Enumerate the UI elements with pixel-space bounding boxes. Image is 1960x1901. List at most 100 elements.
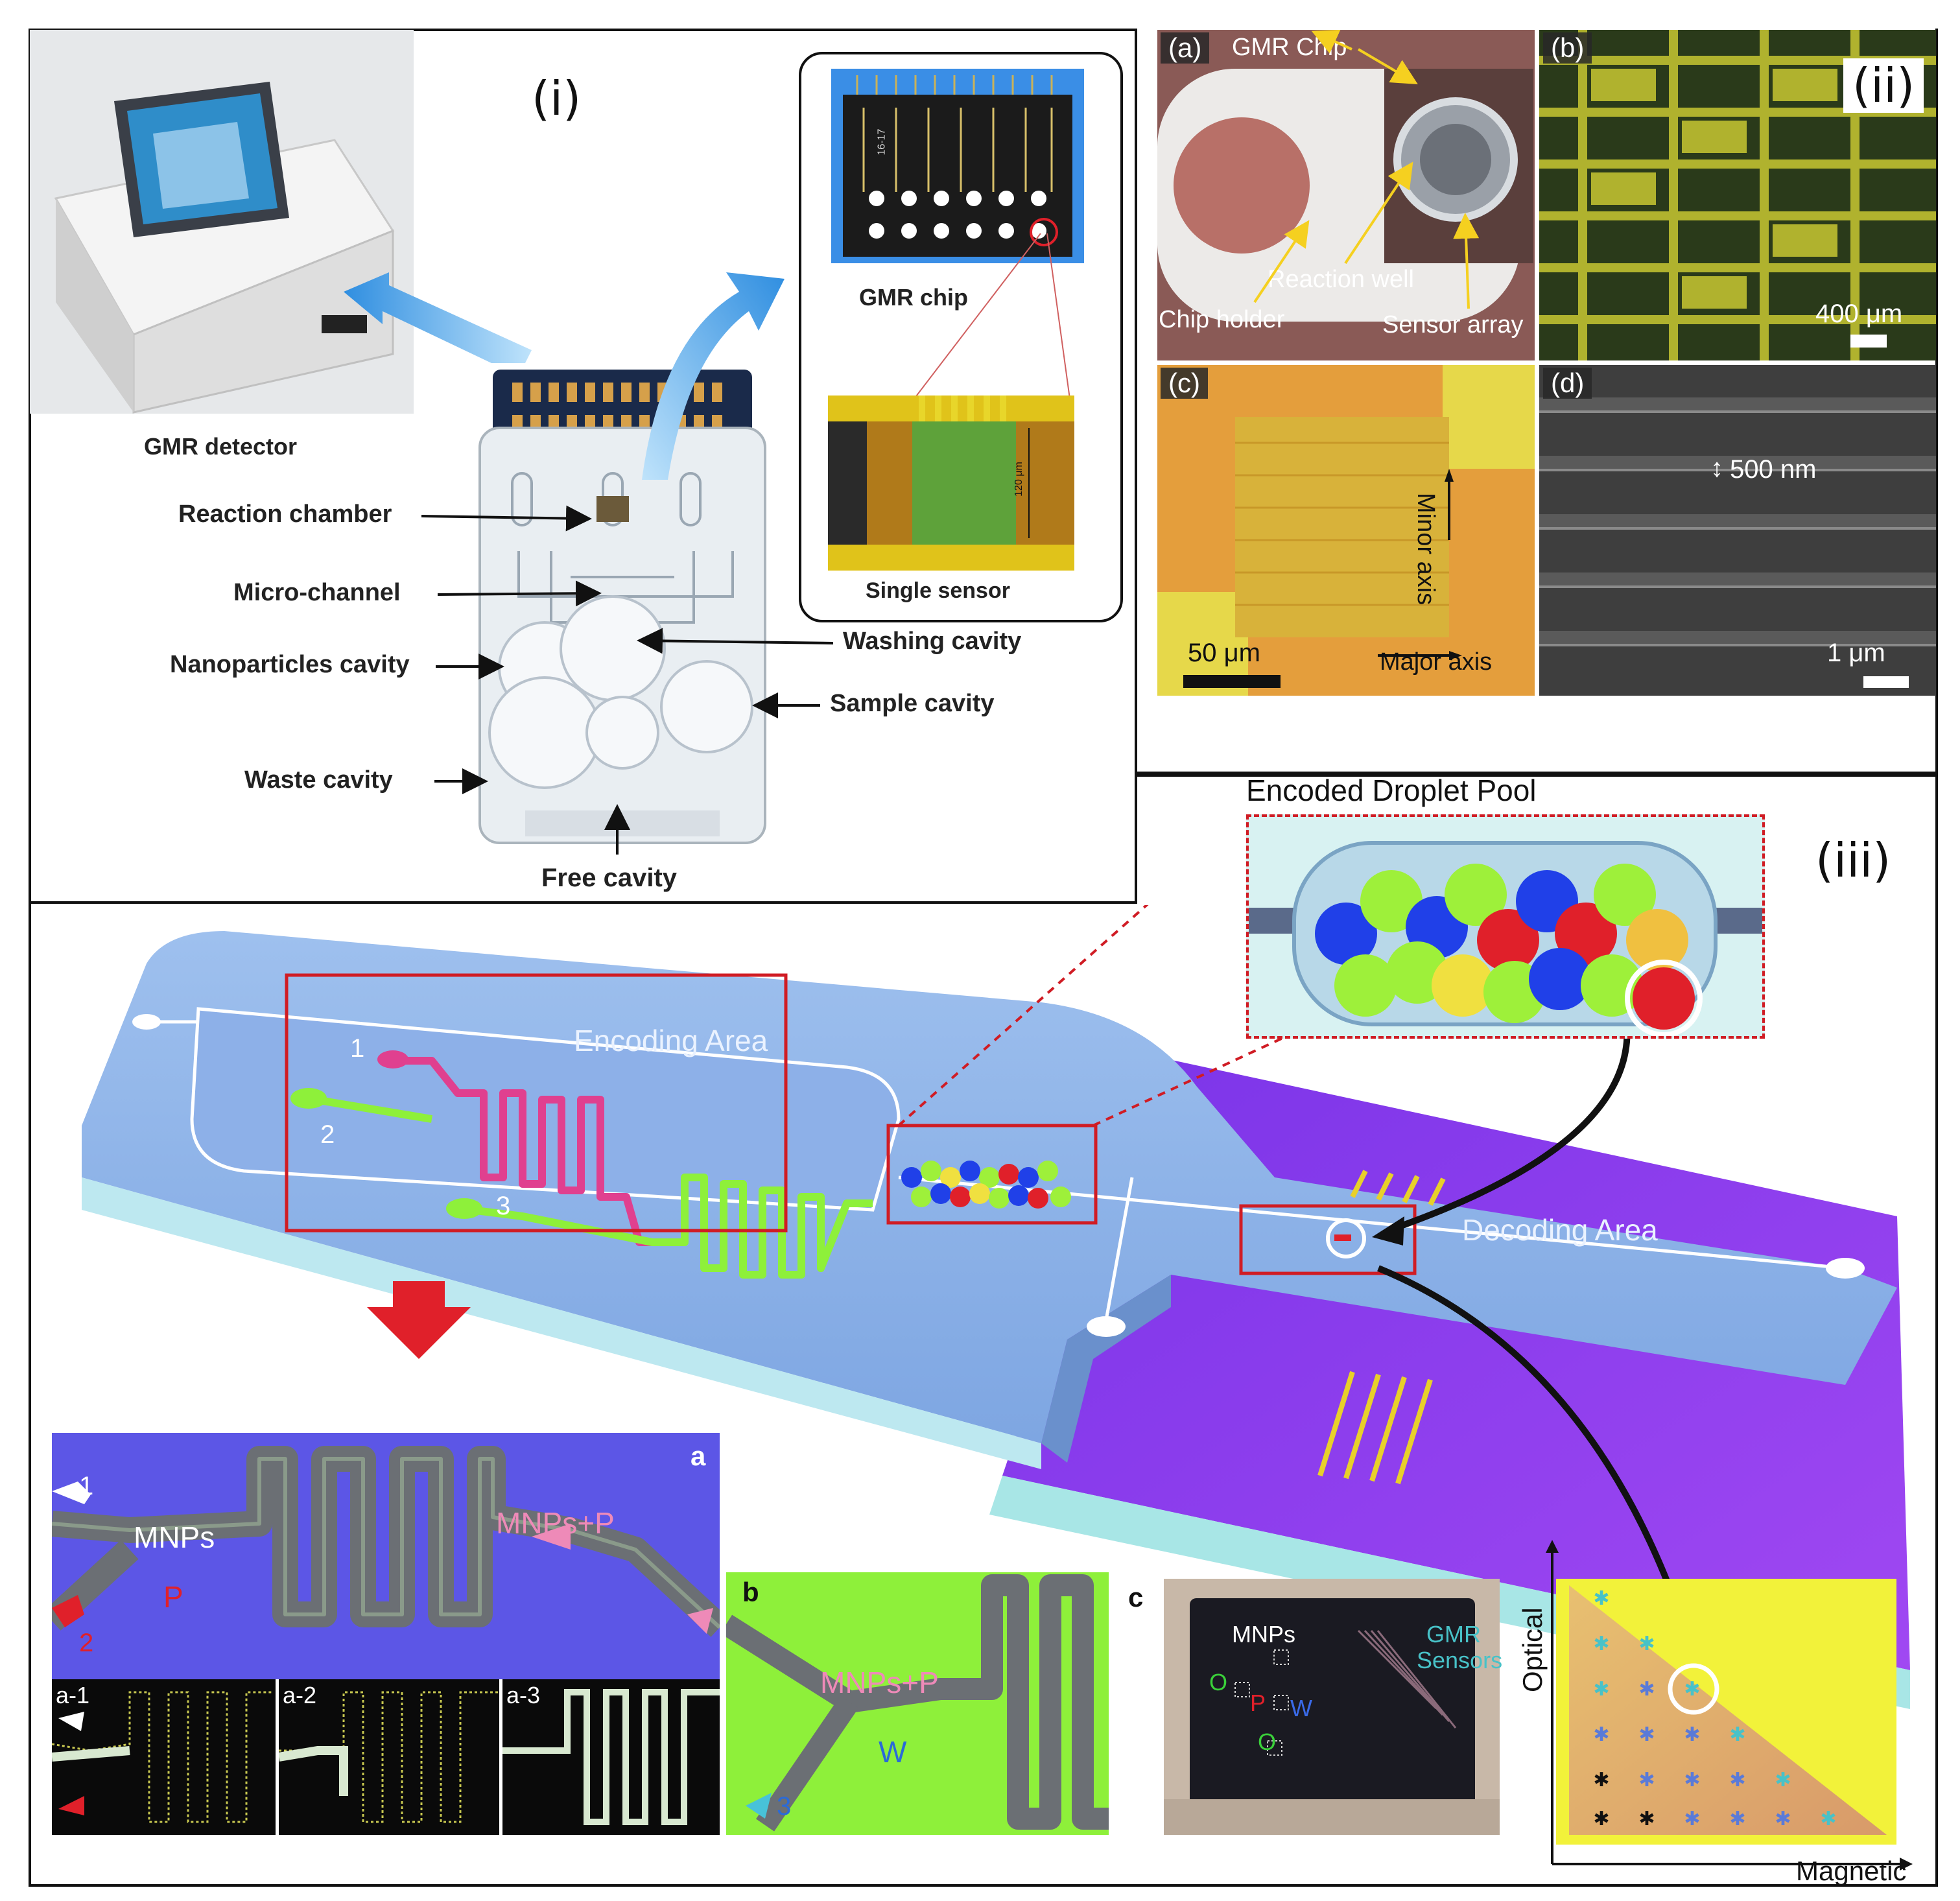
inset-c-mnps: MNPs (1232, 1621, 1295, 1647)
svg-text:✱: ✱ (1684, 1808, 1700, 1830)
blue-arrow-chip (642, 272, 785, 480)
svg-text:✱: ✱ (1593, 1769, 1609, 1791)
gmr-detector-label: GMR detector (144, 433, 298, 460)
svg-text:✱: ✱ (1638, 1808, 1655, 1830)
inset-b (726, 1572, 1109, 1835)
photo-c (1157, 365, 1535, 696)
gmr-detector-photo (30, 30, 414, 414)
gmr-chip-photo (831, 69, 1084, 263)
photo-d (1539, 365, 1936, 696)
micro-channel-label: Micro-channel (233, 579, 401, 606)
microfluidic-chip (82, 905, 1910, 1709)
photo-b (1539, 30, 1936, 360)
major-axis-label: Major axis (1380, 648, 1493, 676)
inset-a2 (279, 1679, 499, 1835)
washing-cavity-label: Washing cavity (843, 628, 1022, 655)
single-sensor-label: Single sensor (866, 578, 1010, 603)
svg-text:✱: ✱ (1775, 1769, 1791, 1791)
inset-a (52, 1433, 720, 1679)
cartridge-photo (473, 363, 772, 849)
inset-b-inlet-3: 3 (777, 1792, 792, 1821)
waste-cavity-label: Waste cavity (244, 766, 393, 794)
panel-ii-frame (1137, 29, 1938, 774)
photo-a-arrows (1253, 30, 1480, 309)
inset-c-w: W (1290, 1695, 1312, 1721)
svg-text:✱: ✱ (1729, 1808, 1745, 1830)
inset-c-sensors: Sensors (1417, 1647, 1503, 1673)
reaction-well-label: Reaction well (1268, 266, 1414, 293)
axis-optical-label: Optical (1517, 1607, 1548, 1692)
panel-iii-top-border (1137, 774, 1938, 777)
inlet-3-label: 3 (496, 1192, 511, 1220)
a1-label: a-1 (56, 1682, 90, 1708)
gmr-chip-label: GMR chip (859, 284, 968, 311)
axis-magnetic-label: Magnetic (1796, 1856, 1907, 1886)
svg-text:✱: ✱ (1638, 1769, 1655, 1791)
sub-a: (a) (1161, 32, 1210, 64)
scale-d-spacing: 500 nm (1730, 455, 1817, 484)
svg-text:✱: ✱ (1593, 1587, 1609, 1610)
sub-c: (c) (1161, 368, 1208, 399)
free-cavity-label: Free cavity (541, 864, 678, 892)
optical-magnetic-plot: ✱ ✱ ✱ ✱ ✱ ✱ ✱ ✱ ✱ ✱ ✱ ✱ ✱ ✱ ✱ ✱ ✱ ✱ ✱ ✱ ✱ (1546, 1540, 1913, 1871)
panel-i-label: (i) (532, 71, 582, 126)
sample-cavity-label: Sample cavity (830, 690, 995, 717)
inset-b-mnps-p: MNPs+P (820, 1666, 939, 1699)
zoom-lines (914, 233, 1070, 399)
scale-c-label: 50 μm (1188, 639, 1260, 667)
svg-text:✱: ✱ (1638, 1633, 1655, 1655)
svg-text:✱: ✱ (1684, 1723, 1700, 1746)
svg-text:✱: ✱ (1775, 1808, 1791, 1830)
inset-c-o2: O (1258, 1729, 1277, 1755)
inset-a-inlet-2: 2 (79, 1629, 94, 1657)
svg-text:✱: ✱ (1593, 1678, 1609, 1701)
inset-c-photo (1164, 1579, 1500, 1835)
svg-text:✱: ✱ (1729, 1769, 1745, 1791)
svg-text:✱: ✱ (1593, 1723, 1609, 1746)
encoded-pool-label: Encoded Droplet Pool (1246, 773, 1537, 807)
minor-axis-label: Minor axis (1412, 493, 1439, 606)
spacing-arrow-icon: ↕ (1710, 454, 1723, 482)
svg-text:✱: ✱ (1684, 1769, 1700, 1791)
inset-a-p: P (163, 1580, 183, 1614)
droplet-pool-inset (1246, 814, 1765, 1039)
svg-text:✱: ✱ (1593, 1633, 1609, 1655)
panel-iii-label: (iii) (1815, 833, 1891, 888)
inset-c-o1: O (1209, 1669, 1228, 1695)
reaction-chamber-label: Reaction chamber (178, 501, 392, 528)
scale-b-label: 400 μm (1815, 300, 1903, 328)
inset-a1 (52, 1679, 276, 1835)
inset-c-label: c (1128, 1582, 1144, 1612)
panel-i-frame (29, 29, 1137, 904)
a3-label: a-3 (506, 1682, 541, 1708)
inset-a3 (502, 1679, 720, 1835)
svg-text:✱: ✱ (1638, 1678, 1655, 1701)
svg-text:✱: ✱ (1638, 1723, 1655, 1746)
panel-iii-frame (29, 774, 1938, 1887)
panel-ii-label: (ii) (1843, 58, 1924, 113)
svg-text:✱: ✱ (1593, 1808, 1609, 1830)
nanoparticles-cavity-label: Nanoparticles cavity (170, 651, 410, 678)
sub-b: (b) (1543, 32, 1592, 64)
inlet-1-label: 1 (350, 1034, 365, 1063)
scale-d-label: 1 μm (1827, 639, 1885, 667)
svg-text:✱: ✱ (1820, 1808, 1836, 1830)
inset-a-mnps-p: MNPs+P (496, 1506, 615, 1540)
single-sensor-photo (828, 396, 1074, 571)
chip-holder-label: Chip holder (1159, 306, 1285, 333)
inset-a-label: a (691, 1441, 706, 1471)
blue-arrow-detector (344, 272, 532, 376)
inset-a-mnps: MNPs (134, 1520, 215, 1554)
svg-text:✱: ✱ (1684, 1678, 1700, 1701)
inset-b-w: W (879, 1735, 907, 1769)
inset-c-p: P (1250, 1690, 1266, 1716)
cartridge-arrows (421, 505, 834, 855)
decoding-area-label: Decoding Area (1462, 1213, 1658, 1247)
a2-label: a-2 (283, 1682, 317, 1708)
inset-b-label: b (742, 1577, 759, 1607)
sub-d: (d) (1543, 368, 1592, 399)
encoding-area-label: Encoding Area (574, 1024, 768, 1057)
sensor-array-label: Sensor array (1382, 311, 1524, 338)
svg-text:✱: ✱ (1729, 1723, 1745, 1746)
inset-a-inlet-1: 1 (79, 1472, 94, 1500)
